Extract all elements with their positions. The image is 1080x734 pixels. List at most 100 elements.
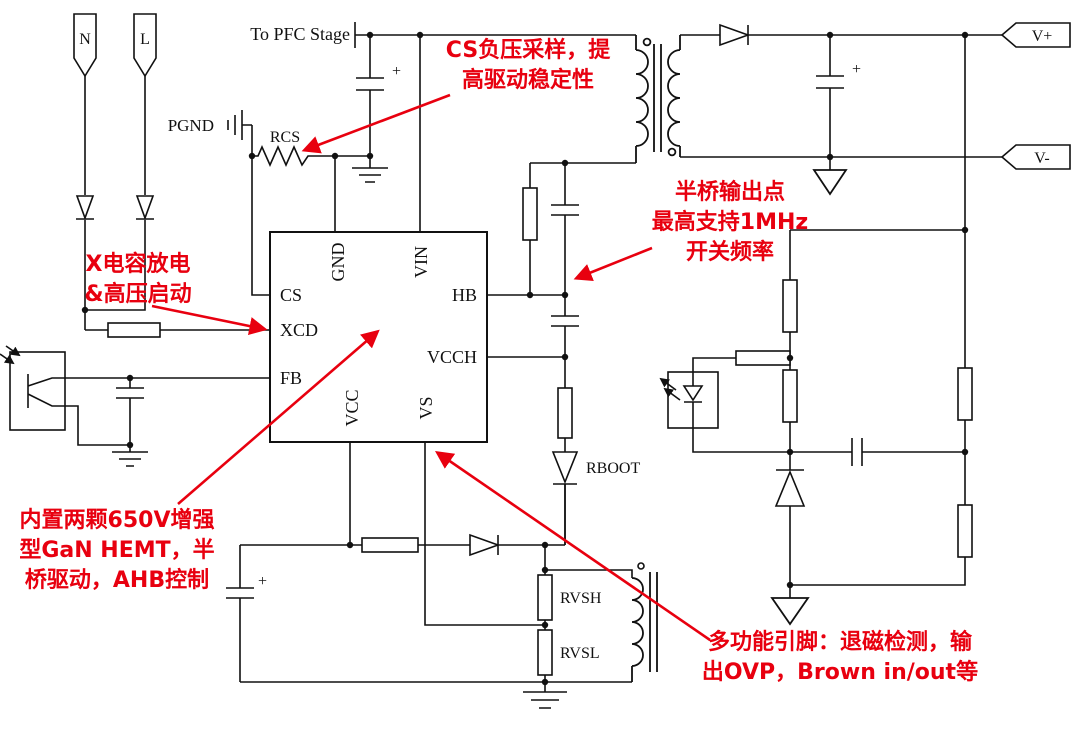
phase-dot <box>637 562 645 570</box>
junction-dot <box>826 153 834 161</box>
v-minus-label: V- <box>1034 150 1049 167</box>
pgnd-label: PGND <box>168 116 214 135</box>
junction-dot <box>126 374 134 382</box>
pin-xcd: XCD <box>280 320 318 340</box>
light-arrow-icon <box>0 353 15 365</box>
secondary-ground-icon <box>770 597 810 626</box>
diode-l <box>135 195 155 221</box>
junction-dot <box>126 441 134 449</box>
junction-dot <box>541 621 549 629</box>
led-top-wire <box>692 357 736 372</box>
junction-dot <box>786 448 794 456</box>
aux-core <box>649 572 658 672</box>
xcd-note-arrow <box>151 304 268 335</box>
aux-sense-network <box>424 442 658 709</box>
bias-resistor-top <box>782 279 798 333</box>
junction-dot <box>346 541 354 549</box>
rcs-zigzag-resistor <box>251 125 370 167</box>
vs-pin-wire <box>424 442 545 626</box>
v-plus-flag <box>1000 22 1071 48</box>
main-transformer <box>635 35 681 163</box>
cap-polarity-plus: + <box>852 61 861 78</box>
hb-note-arrow <box>573 246 653 282</box>
junction-dot <box>248 152 256 160</box>
rvsh-resistor <box>537 574 553 621</box>
to-pfc-stage-label: To PFC Stage <box>250 24 350 44</box>
pin-vin: VIN <box>411 246 431 278</box>
ac-input-connectors <box>73 13 270 338</box>
cap-polarity-plus: + <box>258 573 267 590</box>
cap-polarity-plus: + <box>392 63 401 80</box>
photo-transistor <box>27 374 65 408</box>
junction-dot <box>541 566 549 574</box>
junction-dot <box>826 31 834 39</box>
pin-vcc: VCC <box>342 389 362 426</box>
light-arrow-icon <box>5 345 21 357</box>
junction-dot <box>561 353 569 361</box>
cap-wires <box>356 35 384 156</box>
divider-resistor-top <box>957 367 973 421</box>
pin-vs: VS <box>416 396 436 419</box>
junction-dot <box>961 226 969 234</box>
secondary-ground-icon <box>812 169 848 196</box>
opto-led-leads <box>684 372 702 428</box>
pin-cs: CS <box>280 285 302 305</box>
junction-dot <box>786 581 794 589</box>
phase-dot <box>667 147 677 157</box>
shunt-regulator-icon <box>774 469 806 507</box>
neutral-flag <box>73 13 97 78</box>
vcc-hold-cap <box>226 545 254 682</box>
v-minus-flag <box>1000 144 1071 170</box>
pfc-rail <box>354 22 636 232</box>
vcc-diode <box>469 533 501 557</box>
rvsl-label: RVSL <box>560 645 600 662</box>
junction-dot <box>561 159 569 167</box>
rboot-resistor <box>557 387 573 439</box>
bootstrap-cap <box>551 295 579 357</box>
line-label: L <box>140 31 150 48</box>
gan-note-arrow <box>177 329 380 505</box>
ground-icon <box>352 156 388 183</box>
junction-dot <box>541 678 549 686</box>
secondary-output <box>680 22 1071 196</box>
vcc-series-resistor <box>361 537 419 553</box>
output-cap <box>816 35 844 157</box>
diode-n <box>75 195 95 221</box>
phase-dot <box>642 37 652 47</box>
junction-dot <box>961 448 969 456</box>
rboot-diode <box>551 451 579 485</box>
vs-note-arrow <box>435 450 711 642</box>
right-column-wires <box>790 35 966 586</box>
controller-ic: CS XCD FB HB VCCH GND VIN VCC VS <box>269 231 488 443</box>
rboot-label: RBOOT <box>586 460 640 477</box>
light-arrow-icon <box>663 387 681 401</box>
led-series-resistor <box>735 350 791 366</box>
rvsl-resistor <box>537 629 553 676</box>
v-plus-label: V+ <box>1032 28 1053 45</box>
junction-dot <box>331 152 339 160</box>
neutral-label: N <box>79 31 91 48</box>
ground-icon <box>523 682 567 709</box>
input-wires <box>84 76 146 330</box>
secondary-feedback <box>659 35 973 626</box>
aux-winding <box>631 577 644 682</box>
xcd-series-resistor <box>107 322 161 338</box>
junction-dot <box>526 291 534 299</box>
bias-resistor-bottom <box>782 369 798 423</box>
aux-top-wire <box>545 569 633 578</box>
pin-fb: FB <box>280 368 302 388</box>
input-bulk-cap <box>356 35 384 156</box>
secondary-winding <box>667 35 681 157</box>
left-column-wires <box>789 229 965 598</box>
emitter-wire <box>65 405 130 446</box>
half-bridge-network <box>487 159 636 299</box>
pfc-rail-wires <box>354 22 636 232</box>
ground-icon <box>112 445 148 467</box>
output-diode <box>719 23 751 47</box>
transformer-core <box>653 44 662 152</box>
opto-receiver <box>0 345 270 467</box>
cs-note-arrow <box>301 93 451 154</box>
opto-receiver-icon <box>9 351 66 431</box>
